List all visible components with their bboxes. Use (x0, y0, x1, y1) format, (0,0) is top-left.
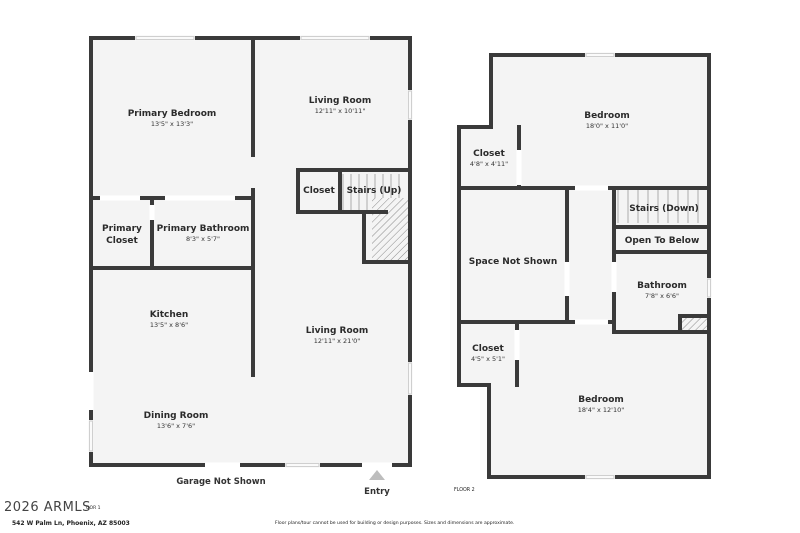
room-dining-room-dim: 13'6" x 7'6" (157, 422, 195, 430)
entry-arrow-icon (369, 470, 385, 480)
floor-1-openings (88, 35, 413, 468)
watermark: 2026 ARMLS (4, 500, 91, 515)
room-bedroom-lower-dim: 18'4" x 12'10" (578, 406, 624, 414)
room-space-not-shown-name: Space Not Shown (469, 257, 558, 267)
room-primary-closet-name-line2: Closet (106, 236, 138, 246)
floor-1-plan: Primary Bedroom 13'5" x 13'3" Living Roo… (88, 35, 413, 497)
room-dining-room-name: Dining Room (144, 411, 209, 421)
room-bedroom-upper-name: Bedroom (584, 111, 630, 121)
room-closet-upper-name: Closet (473, 149, 505, 159)
floor-1-area (91, 38, 410, 465)
room-closet-upper-dim: 4'8" x 4'11" (470, 160, 508, 168)
garage-not-shown-label: Garage Not Shown (176, 477, 265, 487)
room-closet-f1-name: Closet (303, 186, 335, 196)
property-address: 542 W Palm Ln, Phoenix, AZ 85003 (12, 520, 130, 527)
room-stairs-down-name: Stairs (Down) (629, 204, 698, 214)
floor-1-label: OOR 1 (86, 506, 101, 511)
stairs-up-hatch (372, 198, 409, 262)
floor-1-window-marks (88, 35, 413, 468)
room-closet-lower-dim: 4'5" x 5'1" (471, 355, 505, 363)
room-bathroom-name: Bathroom (637, 281, 687, 291)
floor-2-plan: Bedroom 18'0" x 11'0" Closet 4'8" x 4'11… (457, 52, 712, 480)
room-primary-bathroom-dim: 8'3" x 5'7" (186, 235, 220, 243)
floor-2-window-marks (585, 52, 712, 480)
room-open-to-below-name: Open To Below (625, 236, 700, 246)
disclaimer-text: Floor plans/tour cannot be used for buil… (275, 521, 515, 526)
bathroom-hatch (680, 316, 707, 331)
room-bedroom-upper-dim: 18'0" x 11'0" (586, 122, 628, 130)
room-living-room-upper-dim: 12'11" x 10'11" (315, 107, 366, 115)
room-kitchen-name: Kitchen (150, 310, 189, 320)
room-kitchen-dim: 13'5" x 8'6" (150, 321, 188, 329)
room-primary-bedroom-name: Primary Bedroom (128, 109, 217, 119)
room-stairs-up-name: Stairs (Up) (347, 186, 402, 196)
room-living-room-upper-name: Living Room (309, 96, 371, 106)
floor-1-walls (89, 36, 412, 467)
room-living-room-lower-dim: 12'11" x 21'0" (314, 337, 360, 345)
entry-label: Entry (364, 487, 390, 497)
floor-2-openings (514, 52, 712, 480)
room-primary-bedroom-dim: 13'5" x 13'3" (151, 120, 193, 128)
room-primary-bathroom-name: Primary Bathroom (157, 224, 250, 234)
room-living-room-lower-name: Living Room (306, 326, 368, 336)
stairs-down-treads (617, 190, 699, 223)
room-primary-closet-name: Primary (102, 224, 142, 234)
room-closet-lower-name: Closet (472, 344, 504, 354)
stairs-up-treads (342, 174, 400, 211)
floor-2-label: FLOOR 2 (454, 488, 475, 493)
room-bedroom-lower-name: Bedroom (578, 395, 624, 405)
room-bathroom-dim: 7'8" x 6'6" (645, 292, 679, 300)
